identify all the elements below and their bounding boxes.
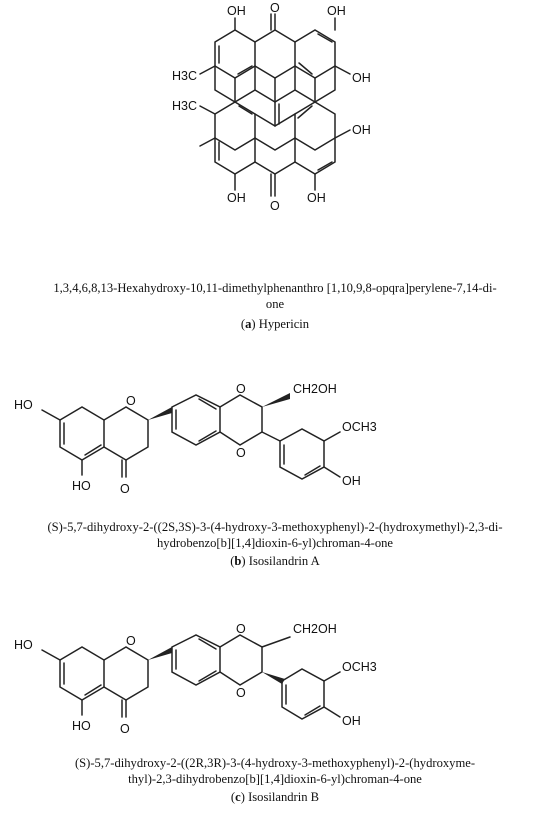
hypericin-iupac-line1: 1,3,4,6,8,13-Hexahydroxy-10,11-dimethylp… bbox=[53, 281, 497, 295]
hypericin-oh-5: OH bbox=[227, 191, 246, 205]
hypericin-bonds bbox=[199, 13, 351, 197]
isosilandrin-a-ho-left: HO bbox=[14, 398, 33, 412]
figure-b-isosilandrin-a: HO O HO O O O CH2OH OCH3 OH (S)-5,7-dihy… bbox=[0, 335, 550, 575]
isosilandrin-a-ho-bottom: HO bbox=[72, 479, 91, 493]
isosilandrin-b-o-ketone: O bbox=[120, 722, 130, 736]
isosilandrin-b-bonds bbox=[41, 634, 341, 720]
hypericin-caption-label: a bbox=[245, 317, 252, 331]
hypericin-caption: (a) Hypericin bbox=[240, 317, 310, 331]
hypericin-iupac-name: 1,3,4,6,8,13-Hexahydroxy-10,11-dimethylp… bbox=[20, 280, 530, 312]
hypericin-oh-1: OH bbox=[227, 4, 246, 18]
isosilandrin-b-och3: OCH3 bbox=[342, 660, 377, 674]
isosilandrin-a-caption: (b) Isosilandrin A bbox=[230, 554, 320, 568]
isosilandrin-b-o-chroman: O bbox=[126, 634, 136, 648]
hypericin-caption-name: Hypericin bbox=[258, 317, 310, 331]
isosilandrin-a-o-dioxane-1: O bbox=[236, 382, 246, 396]
isosilandrin-b-ho-left: HO bbox=[14, 638, 33, 652]
isosilandrin-a-ch2oh: CH2OH bbox=[293, 382, 337, 396]
hypericin-o-top: O bbox=[270, 1, 280, 15]
hypericin-iupac-line2: one bbox=[265, 297, 285, 311]
isosilandrin-a-iupac-line1: (S)-5,7-dihydroxy-2-((2S,3S)-3-(4-hydrox… bbox=[47, 520, 503, 534]
isosilandrin-a-iupac-line2: hydrobenzo[b][1,4]dioxin-6-yl)chroman-4-… bbox=[156, 536, 394, 550]
isosilandrin-a-o-dioxane-2: O bbox=[236, 446, 246, 460]
isosilandrin-a-structure: HO O HO O O O CH2OH OCH3 OH bbox=[14, 382, 377, 496]
figure-a-hypericin: OH OH O OH H3C H3C OH OH O OH 1,3,4,6,8,… bbox=[0, 0, 550, 331]
figure-c-isosilandrin-b: HO O HO O O O CH2OH OCH3 OH (S)-5,7-dihy… bbox=[0, 575, 550, 821]
isosilandrin-b-caption-name: Isosilandrin B bbox=[248, 790, 320, 804]
isosilandrin-a-caption-name: Isosilandrin A bbox=[248, 554, 320, 568]
hypericin-ch3-2: H3C bbox=[172, 99, 197, 113]
isosilandrin-a-iupac-name: (S)-5,7-dihydroxy-2-((2S,3S)-3-(4-hydrox… bbox=[20, 519, 530, 551]
hypericin-o-bottom: O bbox=[270, 199, 280, 213]
hypericin-oh-4: OH bbox=[352, 123, 371, 137]
isosilandrin-a-och3: OCH3 bbox=[342, 420, 377, 434]
isosilandrin-b-o-dioxane-1: O bbox=[236, 622, 246, 636]
isosilandrin-b-ho-bottom: HO bbox=[72, 719, 91, 733]
isosilandrin-a-oh-right: OH bbox=[342, 474, 361, 488]
hypericin-oh-3: OH bbox=[352, 71, 371, 85]
isosilandrin-b-structure: HO O HO O O O CH2OH OCH3 OH bbox=[14, 622, 377, 736]
isosilandrin-a-o-ketone: O bbox=[120, 482, 130, 496]
hypericin-structure: OH OH O OH H3C H3C OH OH O OH bbox=[172, 1, 371, 213]
isosilandrin-a-bonds bbox=[41, 393, 341, 480]
isosilandrin-b-iupac-name: (S)-5,7-dihydroxy-2-((2R,3R)-3-(4-hydrox… bbox=[20, 755, 530, 787]
isosilandrin-b-caption: (c) Isosilandrin B bbox=[230, 790, 320, 804]
isosilandrin-b-oh-right: OH bbox=[342, 714, 361, 728]
isosilandrin-b-ch2oh: CH2OH bbox=[293, 622, 337, 636]
hypericin-oh-2: OH bbox=[327, 4, 346, 18]
isosilandrin-b-iupac-line2: thyl)-2,3-dihydrobenzo[b][1,4]dioxin-6-y… bbox=[128, 772, 422, 786]
isosilandrin-b-iupac-line1: (S)-5,7-dihydroxy-2-((2R,3R)-3-(4-hydrox… bbox=[74, 756, 476, 770]
hypericin-ch3-1: H3C bbox=[172, 69, 197, 83]
isosilandrin-b-o-dioxane-2: O bbox=[236, 686, 246, 700]
isosilandrin-a-caption-label: b bbox=[234, 554, 242, 568]
isosilandrin-a-o-chroman: O bbox=[126, 394, 136, 408]
isosilandrin-b-caption-label: c bbox=[235, 790, 241, 804]
hypericin-oh-6: OH bbox=[307, 191, 326, 205]
